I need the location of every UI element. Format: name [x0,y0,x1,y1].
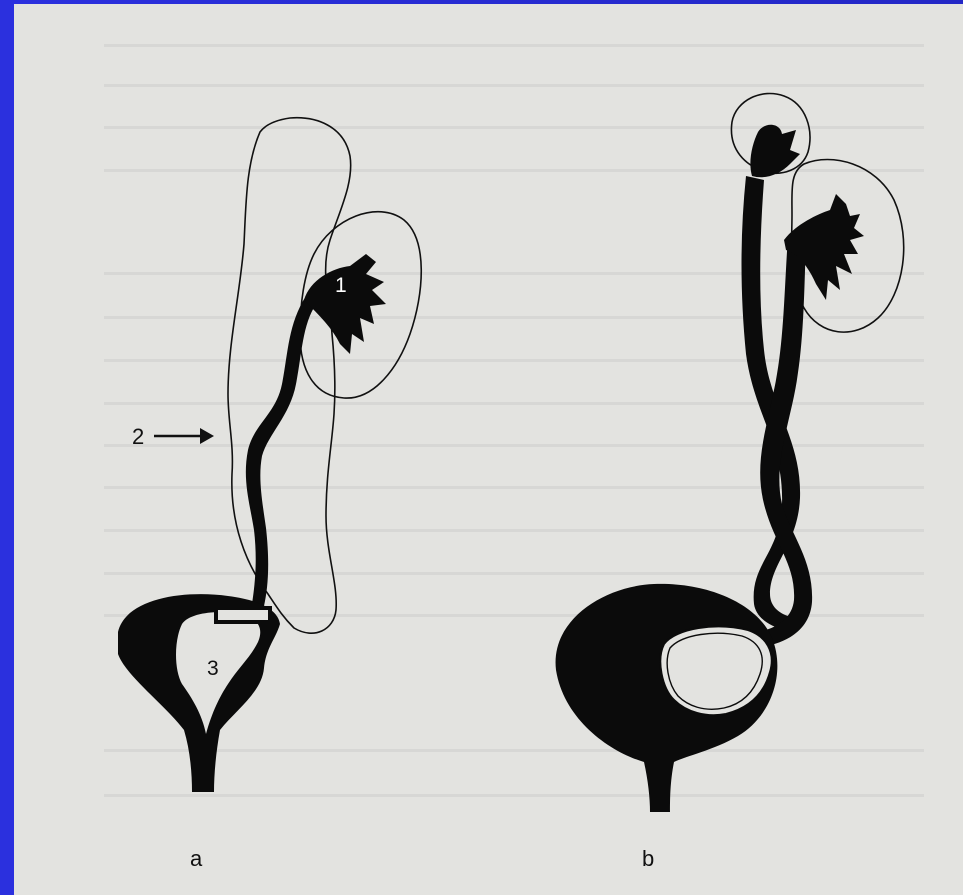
callout-3-label: 3 [207,657,219,681]
callout-1-label: 1 [335,274,347,298]
urinary-tract-diagram [14,4,963,895]
panel-b-label: b [642,846,654,872]
panel-b-drawing [556,94,904,812]
ureter-black-a [246,296,316,606]
callout-2-label: 2 [132,424,144,450]
ureterocele-a [216,608,270,622]
renal-pelvis-1 [304,254,386,354]
scanned-book-page: a b 1 2 3 [14,4,963,895]
panel-a-label: a [190,846,202,872]
panel-a-drawing [118,118,421,792]
